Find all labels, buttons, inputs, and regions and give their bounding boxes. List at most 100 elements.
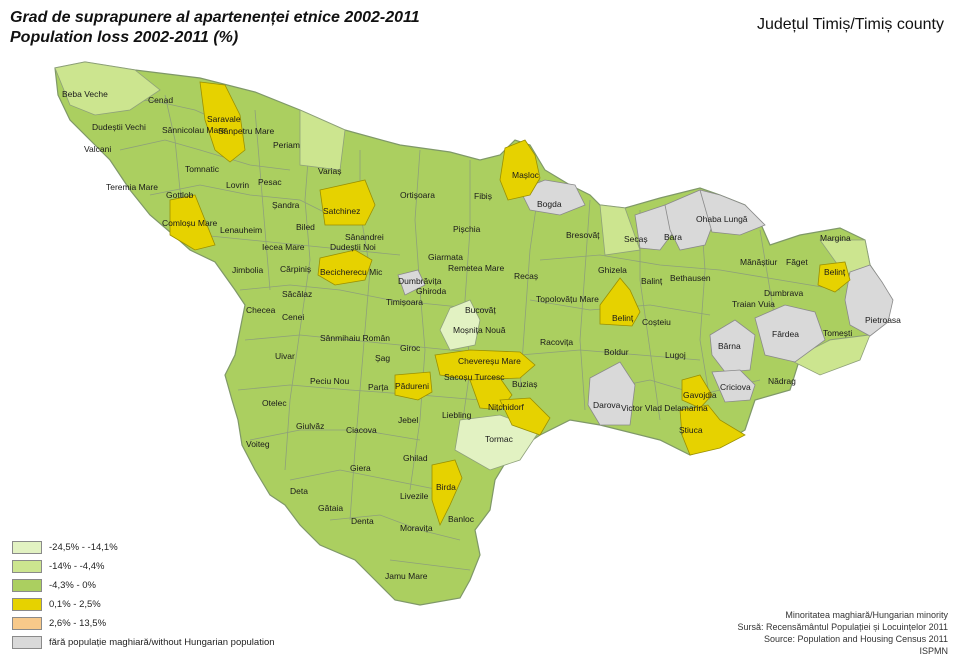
label-dumbravita: Dumbrăvița <box>398 276 442 286</box>
label-becicherecu-mic: Becicherecu Mic <box>320 267 383 277</box>
label-moravita: Jamu Mare <box>385 571 428 581</box>
label-dudestii-vechi: Dudeștii Vechi <box>92 122 146 132</box>
legend-item: -14% - -4,4% <box>12 557 275 576</box>
region-masloc <box>499 139 541 201</box>
legend-swatch <box>12 617 42 630</box>
class1-regions <box>439 299 541 471</box>
label-foeni: Voiteg <box>246 439 270 449</box>
label-lenauheim: Lenauheim <box>220 225 262 235</box>
label-stiuca: Știuca <box>679 425 703 435</box>
class2-regions <box>54 61 871 376</box>
label-sanpetru-mare: Sânpetru Mare <box>218 126 274 136</box>
label-criciova: Criciova <box>720 382 751 392</box>
label-giulvaz: Giulvăz <box>296 421 324 431</box>
label-saravale: Saravale <box>207 114 241 124</box>
label-secas: Secaș <box>624 234 648 244</box>
region-pietroasa <box>844 264 894 337</box>
region-becicherecu-mic <box>317 249 373 286</box>
label-cheveresu-mare: Chevereșu Mare <box>458 356 521 366</box>
label-mosnita-noua: Moșnița Nouă <box>453 325 506 335</box>
label-ghiroda: Ghiroda <box>416 286 447 296</box>
label-gataia: Banloc <box>448 514 475 524</box>
map-title: Grad de suprapunere al apartenenței etni… <box>10 8 420 48</box>
source-line: Source: Population and Housing Census 20… <box>764 634 948 644</box>
source-line: Minoritatea maghiară/Hungarian minority <box>785 610 948 620</box>
label-sannicolau-mare: Sânnicolau Mare <box>162 125 226 135</box>
source-note: Minoritatea maghiară/Hungarian minority … <box>738 609 948 657</box>
legend-swatch <box>12 541 42 554</box>
region-comlosu-mare <box>169 194 216 251</box>
label-teremia-mare: Teremia Mare <box>106 182 158 192</box>
label-bara: Bara <box>664 232 682 242</box>
class4-regions <box>169 81 851 527</box>
label-livezile: Gătaia <box>318 503 343 513</box>
label-traian-vuia: Traian Vuia <box>732 299 775 309</box>
region-satchinez <box>319 179 376 226</box>
legend-label: 0,1% - 2,5% <box>49 599 101 610</box>
label-birda: Birda <box>436 482 456 492</box>
label-sanandrei: Sânandrei <box>345 232 384 242</box>
legend-label: -24,5% - -14,1% <box>49 542 118 553</box>
label-iecea-mare: Iecea Mare <box>262 242 305 252</box>
label-masloc: Mașloc <box>512 170 540 180</box>
label-bucovat: Bucovăț <box>465 305 496 315</box>
region-belint <box>599 277 641 327</box>
label-fardea: Fârdea <box>772 329 799 339</box>
label-barna: Bârna <box>718 341 741 351</box>
label-racovita: Racovița <box>540 337 573 347</box>
locality-labels: Beba Veche Cenad Dudeștii Vechi Sânnicol… <box>62 89 901 581</box>
label-otelec: Otelec <box>262 398 287 408</box>
label-tormac: Tormac <box>485 434 514 444</box>
label-ghilad: Giera <box>350 463 371 473</box>
label-bethausen: Bethausen <box>670 273 711 283</box>
label-deta: Livezile <box>400 491 429 501</box>
label-tomesti: Tomești <box>823 328 852 338</box>
label-bogda: Bogda <box>537 199 562 209</box>
label-fibis: Fibiș <box>474 191 492 201</box>
label-valcani: Valcani <box>84 144 111 154</box>
region-secas <box>634 204 676 251</box>
label-recas: Recaș <box>514 271 538 281</box>
label-carpinis: Cărpiniș <box>280 264 311 274</box>
label-faget: Făget <box>786 257 808 267</box>
label-giarmata: Giarmata <box>428 252 463 262</box>
label-uivar: Uivar <box>275 351 295 361</box>
legend-label: -14% - -4,4% <box>49 561 105 572</box>
label-lovrin: Lovrin <box>226 180 249 190</box>
label-victor-vlad-delamarina: Victor Vlad Delamarina <box>621 403 708 413</box>
legend-item: -4,3% - 0% <box>12 576 275 595</box>
region-stiuca <box>679 404 746 456</box>
legend-label: 2,6% - 13,5% <box>49 618 107 629</box>
region-tormac <box>454 414 541 471</box>
label-voiteg: Ghilad <box>403 453 428 463</box>
label-nadrag: Nădrag <box>768 376 796 386</box>
label-darova: Darova <box>593 400 621 410</box>
region-saravale-sanpetru <box>199 81 246 163</box>
label-sacalaz: Săcălaz <box>282 289 312 299</box>
label-nitchidorf: Nițchidorf <box>488 402 525 412</box>
label-ghizela: Ghizela <box>598 265 627 275</box>
region-gavojdia <box>681 374 713 409</box>
map-legend: -24,5% - -14,1% -14% - -4,4% -4,3% - 0% … <box>12 538 275 652</box>
label-sanmihaiu-roman: Sânmihaiu Român <box>320 333 390 343</box>
region-fardea <box>754 304 826 363</box>
label-lugoj: Lugoj <box>665 350 686 360</box>
label-jimbolia: Jimbolia <box>232 265 263 275</box>
label-checea: Checea <box>246 305 276 315</box>
label-gavojdia: Gavojdia <box>683 390 717 400</box>
label-balint: Balinț <box>641 276 663 286</box>
label-cenad: Cenad <box>148 95 173 105</box>
label-remetea-mare: Remetea Mare <box>448 263 504 273</box>
label-ortisoara: Ortișoara <box>400 190 435 200</box>
legend-swatch <box>12 560 42 573</box>
label-parta: Parța <box>368 382 389 392</box>
label-jebel: Jebel <box>398 415 418 425</box>
region-nitchidorf <box>499 397 551 436</box>
region-cheveresu-sacosu <box>434 349 536 381</box>
label-ciacova: Ciacova <box>346 425 377 435</box>
region-padureni <box>394 371 433 401</box>
map-title-ro: Grad de suprapunere al apartenenței etni… <box>10 9 420 26</box>
legend-label: -4,3% - 0% <box>49 580 96 591</box>
legend-swatch <box>12 636 42 649</box>
county-title: Județul Timiș/Timiș county <box>756 16 944 33</box>
